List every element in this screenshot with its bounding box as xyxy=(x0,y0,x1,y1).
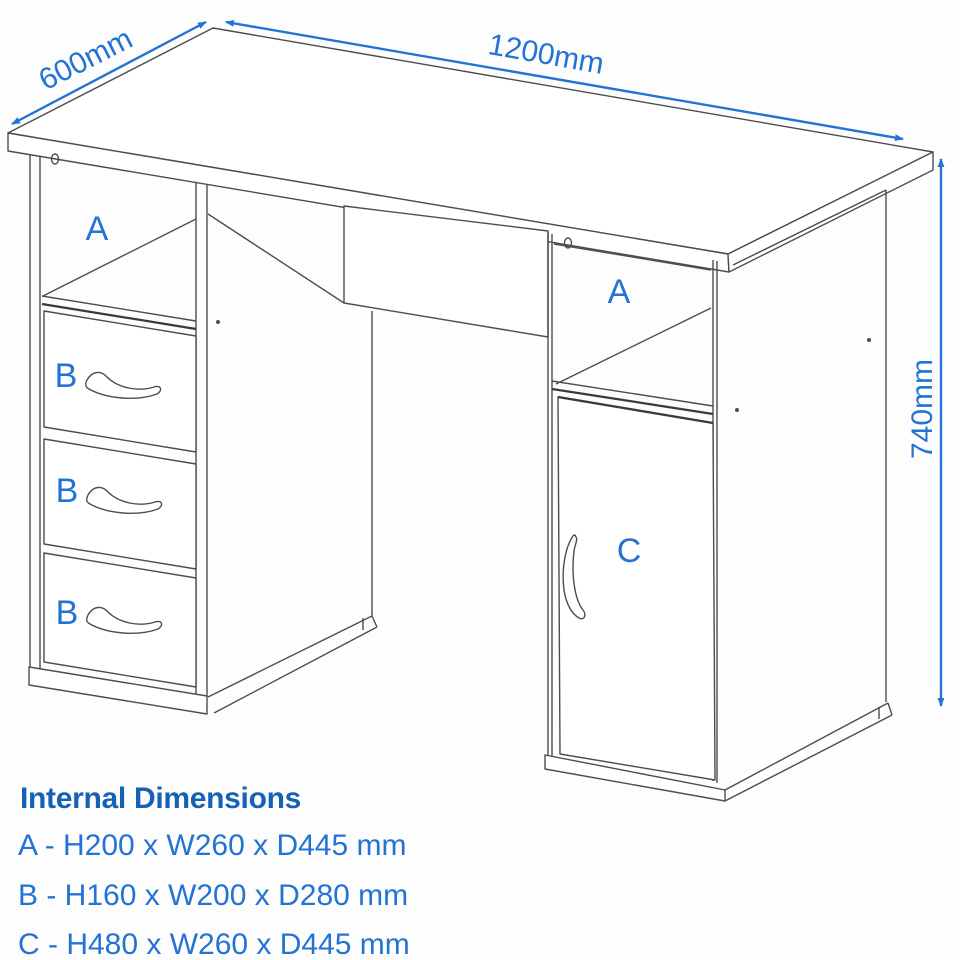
fitting-marks xyxy=(50,153,871,412)
drawer-label-1: B xyxy=(54,357,78,395)
width-arrow xyxy=(225,20,904,141)
right-pedestal xyxy=(544,189,893,802)
depth-arrow xyxy=(11,20,207,126)
left-pedestal xyxy=(28,155,378,715)
shelf-left-label: A xyxy=(85,210,109,248)
internal-dimensions-legend: Internal Dimensions A - H200 x W260 x D4… xyxy=(18,782,410,960)
door-label: C xyxy=(616,532,642,570)
legend-item-a: A - H200 x W260 x D445 mm xyxy=(18,829,407,862)
door-handle-icon xyxy=(562,534,586,620)
height-dimension-label: 740mm xyxy=(906,358,939,460)
legend-item-c: C - H480 x W260 x D445 mm xyxy=(18,928,410,960)
legend-title: Internal Dimensions xyxy=(20,782,302,815)
shelf-right-label: A xyxy=(607,273,631,311)
dimension-arrows xyxy=(11,20,945,707)
drawer-label-2: B xyxy=(55,472,79,510)
drawer-label-3: B xyxy=(55,594,79,632)
legend-item-b: B - H160 x W200 x D280 mm xyxy=(18,878,409,912)
